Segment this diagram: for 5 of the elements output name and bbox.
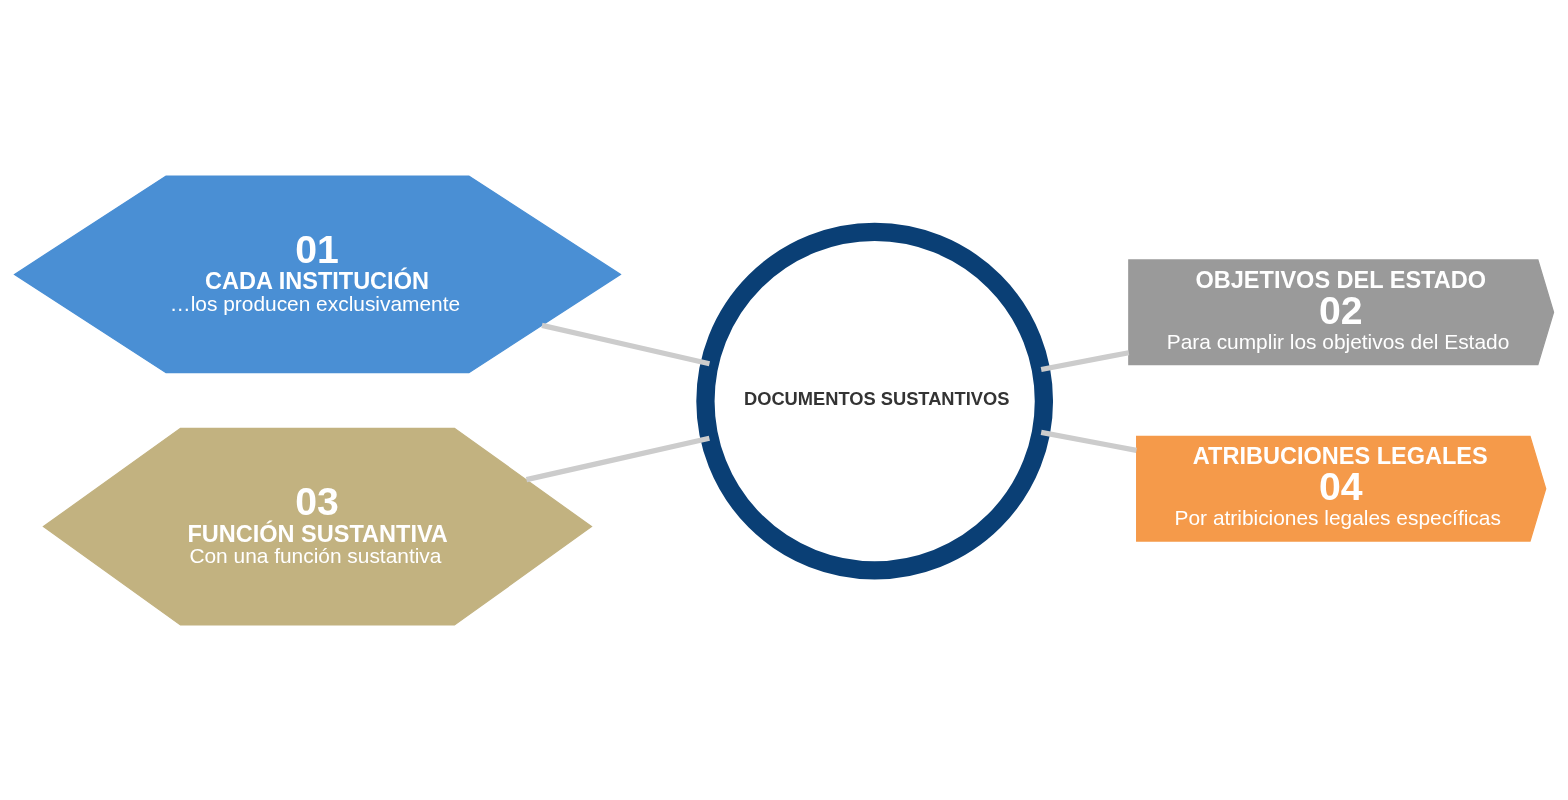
connector: [1040, 429, 1137, 453]
connector: [541, 322, 711, 366]
connector: [525, 435, 710, 482]
connector: [1040, 349, 1130, 372]
node-circle: DOCUMENTOS SUSTANTIVOS: [696, 222, 1054, 580]
